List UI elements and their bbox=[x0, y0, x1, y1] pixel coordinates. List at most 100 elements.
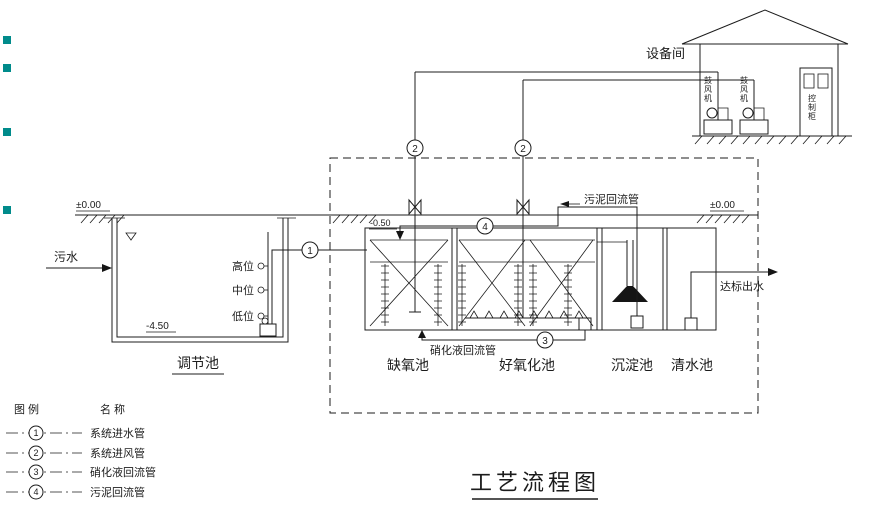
sedimentation-tank-name: 沉淀池 bbox=[611, 357, 653, 373]
elevation-ground-right: ±0.00 bbox=[710, 200, 735, 211]
drawing-title: 工艺流程图 bbox=[470, 470, 600, 500]
media-brush bbox=[529, 264, 537, 326]
legend-row-4: 4 污泥回流管 bbox=[6, 484, 145, 500]
legend: 图 例 名 称 1 系统进水管 2 系统进风管 3 硝化液回流管 4 污泥回流管 bbox=[6, 402, 156, 500]
legend-row-1: 1 系统进水管 bbox=[6, 425, 145, 441]
valve-icon bbox=[408, 198, 530, 216]
air-pipe-1 bbox=[415, 71, 719, 120]
nitrified-arrowhead bbox=[418, 330, 426, 338]
tank-outlet-pipe bbox=[271, 249, 367, 324]
float-switch-high bbox=[257, 262, 268, 270]
ground-hatch-mid bbox=[332, 214, 377, 224]
svg-text:2: 2 bbox=[412, 144, 418, 155]
control-cabinet-label: 控制柜 bbox=[808, 93, 817, 121]
pipe-marker-1: 1 bbox=[301, 241, 319, 259]
ground-hatch-right bbox=[696, 214, 750, 224]
anoxic-tank-interior bbox=[369, 239, 449, 327]
legend-item-label: 系统进风管 bbox=[90, 446, 145, 460]
marker-square bbox=[3, 128, 11, 136]
aerobic-tank-interior bbox=[458, 239, 595, 331]
aerobic-tank-name: 好氧化池 bbox=[499, 357, 555, 373]
level-low-label: 低位 bbox=[232, 309, 254, 323]
svg-text:1: 1 bbox=[33, 428, 38, 438]
legend-row-2: 2 系统进风管 bbox=[6, 445, 145, 461]
svg-text:4: 4 bbox=[33, 487, 38, 497]
hopper-cone bbox=[612, 286, 648, 302]
float-switch-mid bbox=[257, 286, 268, 294]
tank-inner-wall bbox=[116, 218, 284, 338]
elevation-tank-top: -0.50 bbox=[370, 218, 391, 228]
air-pipe-2 bbox=[523, 79, 755, 120]
regulation-tank: 污水 高位 中位 低位 -4.50 1 调节池 bbox=[46, 217, 367, 375]
nitrified-return-label: 硝化液回流管 bbox=[430, 343, 496, 357]
ground: ±0.00 ±0.00 bbox=[75, 200, 758, 224]
recirculation-pump-icon bbox=[578, 317, 592, 331]
anoxic-tank-name: 缺氧池 bbox=[387, 357, 429, 373]
effluent-pipe bbox=[690, 271, 770, 318]
nitrified-return-line: 3 硝化液回流管 bbox=[418, 330, 586, 357]
air-drop-anoxic bbox=[409, 72, 421, 313]
lift-pump-icon bbox=[259, 317, 277, 337]
svg-text:1: 1 bbox=[307, 246, 313, 257]
internal-walls bbox=[451, 228, 668, 330]
blower-right-label: 鼓风机 bbox=[740, 75, 749, 103]
diffuser-icons bbox=[469, 310, 584, 319]
equipment-room-label: 设备间 bbox=[646, 46, 685, 61]
blower-left-label: 鼓风机 bbox=[704, 75, 713, 103]
svg-text:4: 4 bbox=[482, 222, 488, 233]
svg-text:2: 2 bbox=[33, 448, 38, 458]
ground-hatch-left bbox=[80, 214, 125, 224]
svg-text:3: 3 bbox=[542, 336, 548, 347]
center-well bbox=[626, 240, 634, 286]
ground-hatch bbox=[694, 135, 847, 145]
process-tank-block: -0.50 bbox=[364, 218, 717, 331]
title-text: 工艺流程图 bbox=[470, 470, 600, 495]
legend-name-header: 名 称 bbox=[100, 402, 125, 416]
equipment-room: 鼓风机 鼓风机 控制柜 设备间 bbox=[646, 9, 852, 145]
marker-square bbox=[3, 64, 11, 72]
pipe-marker-2b: 2 bbox=[514, 139, 532, 157]
float-switch-low bbox=[257, 312, 268, 320]
roof bbox=[681, 9, 849, 45]
air-supply-pipes: 2 2 bbox=[406, 71, 755, 318]
marker-square bbox=[3, 36, 11, 44]
tank-block-outline bbox=[364, 227, 717, 331]
sewage-inlet-label: 污水 bbox=[54, 250, 78, 264]
elevation-ground-left: ±0.00 bbox=[76, 200, 101, 211]
battery-limit-dashed-box bbox=[329, 157, 759, 414]
sludge-pump-icon bbox=[630, 315, 644, 329]
water-level-icon bbox=[125, 232, 137, 241]
pipe-marker-3: 3 bbox=[536, 331, 554, 349]
elevation-tank-bottom: -4.50 bbox=[146, 321, 169, 332]
regulation-tank-name: 调节池 bbox=[177, 355, 219, 371]
media-brush bbox=[434, 264, 442, 326]
layer-marker-squares bbox=[3, 36, 11, 214]
sludge-return-line: 4 污泥回流管 bbox=[396, 192, 639, 316]
media-brush bbox=[564, 264, 572, 326]
walls bbox=[699, 44, 839, 136]
inlet-arrowhead bbox=[102, 264, 112, 272]
legend-symbol-header: 图 例 bbox=[14, 402, 39, 416]
sludge-pipe bbox=[399, 206, 638, 316]
media-brush bbox=[514, 264, 522, 326]
media-brush bbox=[458, 264, 466, 326]
leader-arrowhead bbox=[560, 201, 569, 207]
marker-square bbox=[3, 206, 11, 214]
level-mid-label: 中位 bbox=[232, 283, 254, 297]
level-high-label: 高位 bbox=[232, 259, 254, 273]
tank-outer-wall bbox=[111, 218, 289, 343]
legend-item-label: 硝化液回流管 bbox=[90, 465, 156, 479]
legend-item-label: 污泥回流管 bbox=[90, 485, 145, 499]
media-brush bbox=[381, 264, 389, 326]
effluent-line: 达标出水 bbox=[690, 268, 778, 318]
svg-text:2: 2 bbox=[520, 144, 526, 155]
sludge-return-label: 污泥回流管 bbox=[584, 192, 639, 206]
control-cabinet: 控制柜 bbox=[799, 67, 833, 137]
legend-item-label: 系统进水管 bbox=[90, 426, 145, 440]
nitrified-pipe bbox=[421, 330, 586, 341]
clearwater-tank-name: 清水池 bbox=[671, 357, 713, 373]
legend-row-3: 3 硝化液回流管 bbox=[6, 464, 156, 480]
clearwater-tank-interior bbox=[684, 317, 698, 331]
